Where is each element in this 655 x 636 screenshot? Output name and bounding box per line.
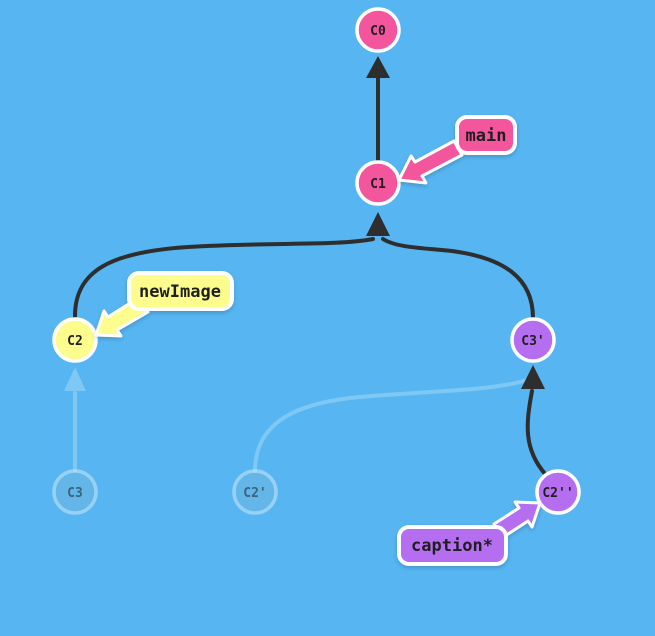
commit-c2doubleprime-circle xyxy=(535,469,581,515)
branch-ref-newimage: newImage xyxy=(94,271,234,338)
ghost-edge-c2prime-to-c3prime xyxy=(253,378,529,473)
branch-arrow-icon-main xyxy=(397,139,464,185)
ghost-commit-c2prime: C2' xyxy=(232,469,278,515)
ghost-commit-c2prime-circle xyxy=(232,469,278,515)
commit-c0-label: C0 xyxy=(370,24,386,39)
branch-arrow-icon-caption xyxy=(492,500,542,540)
branch-tag-main-label: main xyxy=(466,126,507,146)
branch-tag-newimage-label: newImage xyxy=(139,282,221,302)
commit-c1: C1 xyxy=(355,160,401,206)
ghost-commit-c3-label: C3 xyxy=(67,486,83,501)
commit-c2-circle xyxy=(52,317,98,363)
commit-c2doubleprime-label: C2'' xyxy=(542,486,573,501)
branch-tag-caption-label: caption* xyxy=(411,536,493,556)
branch-tag-main xyxy=(455,115,517,155)
commit-c1-label: C1 xyxy=(370,177,386,192)
commit-c0-circle xyxy=(355,7,401,53)
edge-c2-to-c1 xyxy=(72,237,375,320)
arrowhead-icon-below-c0 xyxy=(366,56,390,78)
ghost-commit-c3: C3 xyxy=(52,469,98,515)
edge-c3prime-to-c1 xyxy=(381,237,535,320)
arrowhead-icon-below-c1 xyxy=(366,212,390,236)
ghost-commit-c3-circle xyxy=(52,469,98,515)
commit-c3prime-label: C3' xyxy=(521,334,544,349)
branch-ref-main: main xyxy=(397,115,517,185)
commit-c2-label: C2 xyxy=(67,334,83,349)
commit-c0: C0 xyxy=(355,7,401,53)
commit-c2doubleprime: C2'' xyxy=(535,469,581,515)
branch-tag-newimage xyxy=(127,271,234,311)
edge-c2doubleprime-to-c3prime xyxy=(525,389,548,477)
branch-tag-caption xyxy=(397,525,508,566)
commit-c1-circle xyxy=(355,160,401,206)
commit-c2: C2 xyxy=(52,317,98,363)
commit-c3prime: C3' xyxy=(510,317,556,363)
ghost-arrowhead-icon-below-c2 xyxy=(64,367,86,391)
arrowhead-icon-below-c3prime xyxy=(521,365,545,389)
commit-c3prime-circle xyxy=(510,317,556,363)
branch-ref-caption: caption* xyxy=(397,500,542,566)
ghost-commit-c2prime-label: C2' xyxy=(243,486,266,501)
